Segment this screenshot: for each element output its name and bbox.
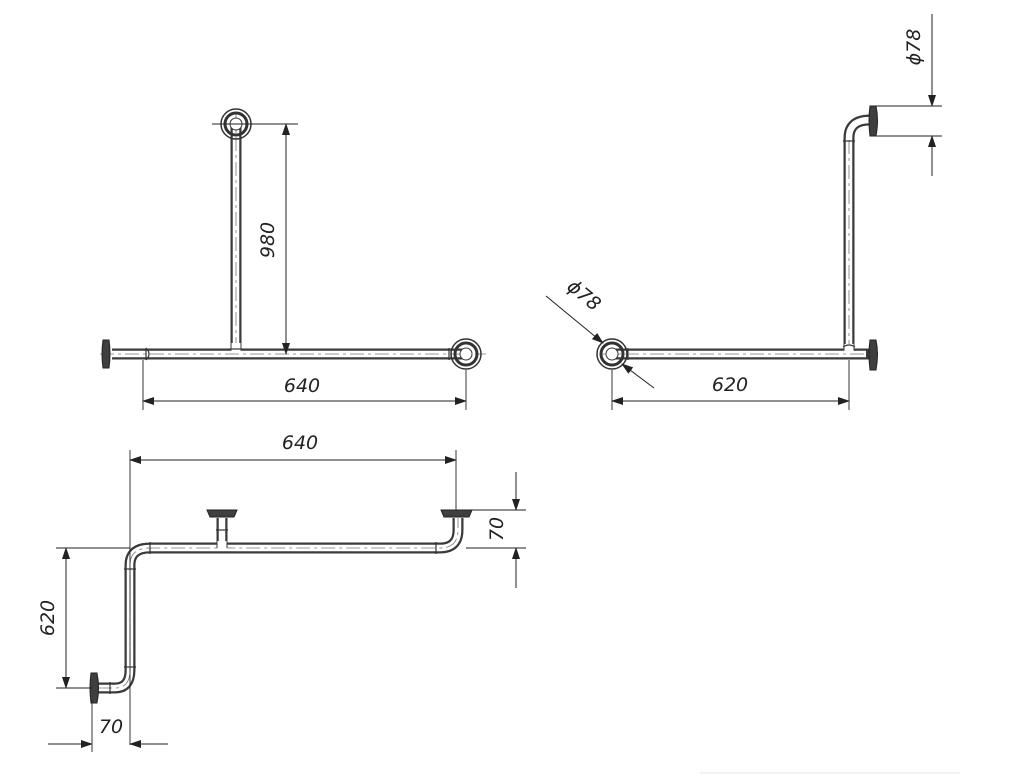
top-dim-640: 640 [129,432,457,745]
top-dim-640-label: 640 [282,432,318,454]
top-dim-70-bottom: 70 [48,700,168,752]
t-junction [231,343,241,351]
top-dim-70-right: 70 [466,472,526,588]
side-vertical-pipe [843,114,871,352]
side-top-flange [868,105,878,137]
side-dim-620-label: 620 [712,374,748,396]
front-dim-640-label: 640 [284,375,320,397]
top-dim-70-bottom-label: 70 [99,716,123,738]
front-dim-980-label: 980 [257,222,279,258]
side-bottom-flange [868,339,878,371]
front-dim-640: 640 [142,360,467,410]
top-dim-620-label: 620 [37,600,59,636]
side-dim-dia-left: ϕ78 [545,275,655,389]
top-middle-support [206,509,238,549]
side-dim-dia-left-label: ϕ78 [563,275,605,315]
side-dim-620: 620 [611,360,850,410]
front-left-flange [101,339,150,369]
side-dim-dia-top-label: ϕ78 [903,29,925,66]
top-left-flange [89,672,99,704]
top-main-pipe [98,518,464,694]
top-dim-70-right-label: 70 [486,517,508,541]
front-dim-980: 980 [257,123,290,355]
front-view: 980 640 [100,108,486,410]
front-right-wall-mount [448,338,482,370]
top-dim-620: 620 [37,547,130,689]
top-right-flange [440,509,473,518]
front-top-wall-mount [212,108,298,140]
side-view: ϕ78 ϕ78 620 [545,14,942,410]
side-left-wall-mount [596,338,629,370]
top-view: 640 70 620 70 [37,432,526,752]
side-dim-dia-top: ϕ78 [876,14,942,176]
